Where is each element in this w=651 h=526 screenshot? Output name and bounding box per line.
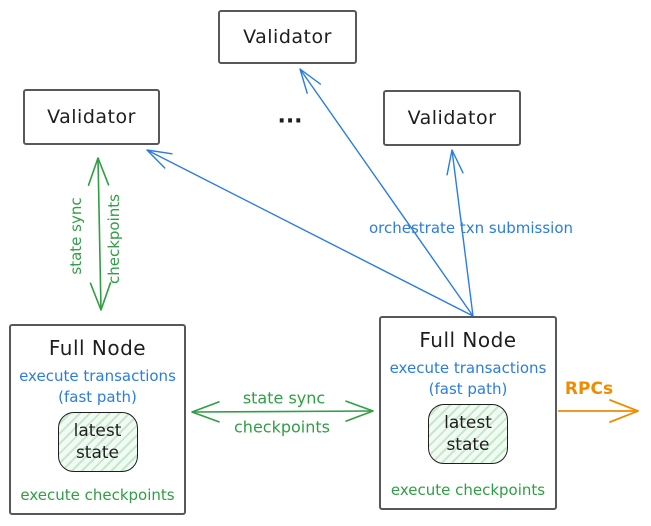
full-node-box-right: Full Node execute transactions (fast pat…	[379, 316, 557, 510]
validator-box-right: Validator	[383, 90, 521, 146]
orchestrate-txn-submission-label: orchestrate txn submission	[368, 219, 574, 237]
horizontal-checkpoints-label: checkpoints	[234, 417, 330, 437]
latest-state-line2: state	[446, 435, 490, 455]
latest-state-box: latest state	[428, 404, 508, 464]
state-sync-horizontal-arrow	[191, 400, 374, 423]
execute-transactions-label: execute transactions	[19, 367, 176, 385]
execute-checkpoints-label: execute checkpoints	[20, 486, 175, 504]
fast-path-label: (fast path)	[428, 380, 508, 398]
vertical-checkpoints-label: checkpoints	[105, 194, 123, 284]
validators-ellipsis: ...	[277, 103, 303, 129]
vertical-state-sync-label: state sync	[67, 197, 85, 275]
validator-label: Validator	[47, 106, 136, 128]
validator-label: Validator	[243, 26, 332, 48]
full-node-title: Full Node	[419, 328, 517, 352]
state-sync-vertical-arrow	[87, 157, 112, 311]
latest-state-line2: state	[75, 443, 120, 463]
rpcs-label: RPCs	[564, 379, 614, 399]
full-node-box-left: Full Node execute transactions (fast pat…	[9, 324, 186, 515]
horizontal-state-sync-label: state sync	[242, 388, 326, 408]
fast-path-label: (fast path)	[58, 388, 137, 406]
latest-state-line1: latest	[444, 413, 492, 433]
execute-transactions-label: execute transactions	[389, 359, 547, 377]
validator-label: Validator	[407, 107, 497, 129]
latest-state-box: latest state	[57, 412, 138, 472]
validator-box-top: Validator	[218, 10, 357, 64]
execute-checkpoints-label: execute checkpoints	[390, 481, 546, 499]
full-node-title: Full Node	[48, 336, 147, 360]
validator-box-left: Validator	[23, 89, 160, 145]
latest-state-line1: latest	[73, 421, 122, 441]
